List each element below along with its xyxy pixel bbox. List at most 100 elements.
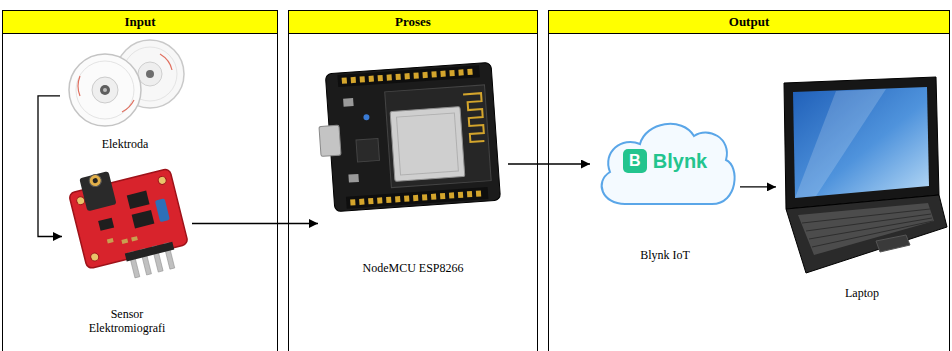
- illustration-part: [92, 77, 118, 103]
- illustration-part: [127, 191, 150, 209]
- illustration-part: [100, 85, 110, 95]
- laptop-illustration: [776, 75, 948, 275]
- illustration-part: [157, 176, 167, 186]
- illustration-part: [351, 77, 356, 83]
- illustration-part: [387, 74, 392, 80]
- pin-header-bottom: [346, 187, 488, 209]
- illustration-part: [125, 242, 174, 262]
- cloud-outline: [602, 124, 735, 204]
- illustration-part: [369, 76, 374, 82]
- component-label: Laptop: [845, 286, 879, 300]
- laptop-keyboard: [798, 203, 934, 255]
- illustration-part: [78, 76, 80, 96]
- laptop-screen: [793, 87, 929, 198]
- illustration-part: [122, 100, 134, 112]
- illustration-part: [390, 107, 465, 182]
- illustration-part: [378, 75, 383, 81]
- illustration-part: [422, 194, 427, 200]
- illustration-part: [90, 252, 100, 262]
- illustration-part: [802, 209, 930, 223]
- illustration-part: [422, 72, 427, 78]
- sensor-pcb: [66, 157, 194, 289]
- illustration-part: [346, 187, 488, 209]
- laptop-base: [786, 195, 947, 273]
- illustration-part: [458, 192, 463, 198]
- mcu-pcb: [315, 62, 500, 212]
- keyboard-rows: [802, 209, 933, 247]
- illustration-part: [440, 193, 445, 199]
- illustration-part: [121, 239, 128, 244]
- component: NodeMCU ESP8266: [318, 55, 508, 275]
- illustration-part: [413, 72, 418, 78]
- illustration-part: [103, 88, 107, 92]
- illustration-part: [476, 190, 481, 196]
- illustration-part: [155, 198, 170, 222]
- illustration-part: [431, 194, 436, 200]
- illustration-part: [458, 69, 463, 75]
- illustration-part: [449, 70, 454, 76]
- illustration-part: [88, 173, 103, 188]
- illustration-part: [463, 93, 484, 142]
- illustration-part: [138, 62, 162, 86]
- connector-arrow: [192, 223, 318, 224]
- illustration-part: [69, 168, 189, 269]
- logo-mark: B: [623, 149, 647, 173]
- illustration-part: [404, 195, 409, 201]
- illustration-part: [397, 113, 459, 175]
- illustration-part: [146, 70, 154, 78]
- component-label: Sensor Elektromiografi: [77, 307, 177, 335]
- stage-panel: InputElektrodaSensor Elektromiografi: [2, 10, 278, 351]
- illustration-part: [363, 114, 369, 120]
- stage-panel: ProsesNodeMCU ESP8266: [288, 10, 538, 351]
- panel-heading: Input: [3, 11, 277, 34]
- nodemcu-board: [318, 58, 508, 218]
- service-logo: BBlynk: [590, 149, 740, 173]
- emg-sensor-board: [62, 152, 192, 282]
- illustration-part: [812, 221, 933, 247]
- illustration-part: [98, 218, 114, 231]
- electrode-front: [69, 54, 141, 126]
- component: Elektroda: [60, 36, 190, 151]
- illustration-part: [342, 77, 347, 83]
- illustration-part: [325, 62, 500, 211]
- logo-text: Blynk: [653, 149, 707, 173]
- illustration-part: [386, 197, 391, 203]
- illustration-part: [160, 54, 172, 70]
- connector-arrow: [38, 96, 62, 237]
- illustration-part: [79, 171, 116, 211]
- illustration-part: [377, 197, 382, 203]
- illustration-part: [319, 125, 341, 156]
- illustration-part: [92, 178, 98, 184]
- illustration-part: [431, 71, 436, 77]
- component-label: Elektroda: [102, 137, 149, 151]
- illustration-part: [69, 54, 141, 126]
- illustration-part: [385, 85, 491, 188]
- illustration-part: [440, 71, 445, 77]
- illustration-part: [449, 192, 454, 198]
- illustration-part: [360, 76, 365, 82]
- illustration-part: [413, 195, 418, 201]
- esp-module: [385, 85, 491, 188]
- illustration-part: [350, 190, 481, 205]
- illustration-part: [404, 73, 409, 79]
- illustration-part: [342, 69, 473, 84]
- laptop-lid: [784, 77, 939, 209]
- illustration-part: [356, 138, 379, 161]
- component-label: NodeMCU ESP8266: [362, 261, 463, 275]
- panel-heading: Proses: [289, 11, 537, 34]
- screen-glare: [795, 89, 886, 198]
- illustration-part: [76, 61, 134, 119]
- connector-arrow: [508, 163, 590, 164]
- illustration-part: [395, 74, 400, 80]
- illustration-part: [395, 196, 400, 202]
- component-label: Blynk IoT: [640, 248, 690, 262]
- illustration-part: [132, 210, 155, 228]
- illustration-part: [467, 191, 472, 197]
- illustration-part: [343, 98, 354, 107]
- illustration-part: [350, 199, 355, 205]
- component: Laptop: [776, 75, 948, 300]
- component: Sensor Elektromiografi: [62, 150, 192, 335]
- illustration-part: [337, 65, 479, 87]
- illustration-part: [368, 198, 373, 204]
